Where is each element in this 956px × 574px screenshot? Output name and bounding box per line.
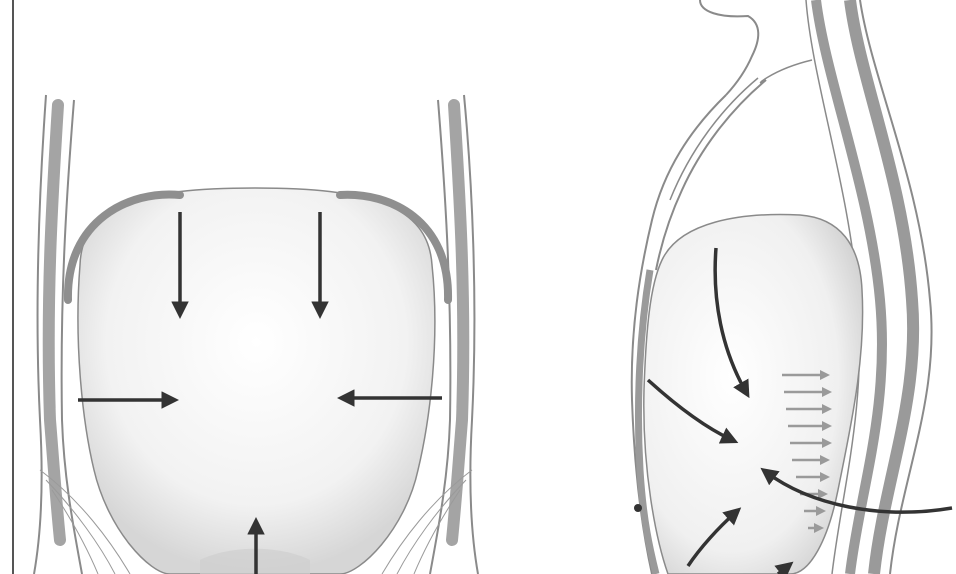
frontal-view [34, 95, 478, 574]
neck-outline [700, 0, 758, 95]
abdominal-cavity [78, 188, 435, 574]
thoracic-line [761, 60, 812, 83]
abdominal-cavity-side [644, 215, 863, 574]
sagittal-view [632, 0, 952, 574]
right-wall-muscle [452, 105, 463, 540]
left-wall-muscle [49, 105, 60, 540]
navel-marker [634, 504, 642, 512]
rib-outline [670, 78, 758, 200]
